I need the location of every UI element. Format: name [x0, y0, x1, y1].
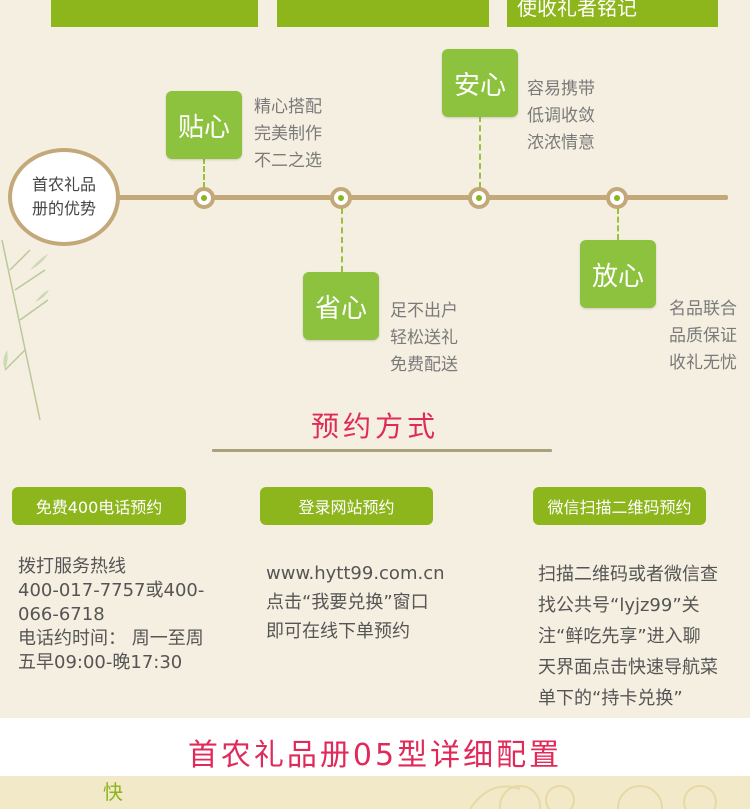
advantage-line: 足不出户	[390, 301, 458, 321]
website-booking-button[interactable]: 登录网站预约	[260, 487, 433, 525]
detail-strip-glyph: 快	[103, 780, 123, 804]
advantage-line: 浓浓情意	[527, 133, 595, 153]
detail-title-band	[0, 718, 750, 782]
method-line: 扫描二维码或者微信查	[538, 564, 718, 585]
timeline-dot	[330, 187, 352, 209]
timeline-line	[90, 195, 728, 200]
booking-title-underline	[212, 449, 552, 452]
ornament-pattern-icon	[469, 785, 717, 809]
advantage-desc-tiexin: 精心搭配 完美制作 不二之选	[254, 94, 322, 175]
advantage-line: 精心搭配	[254, 97, 322, 117]
advantage-line: 轻松送礼	[390, 328, 458, 348]
detail-strip: 快	[0, 776, 750, 809]
method-line: 即可在线下单预约	[266, 621, 410, 642]
advantage-line: 名品联合	[669, 299, 737, 319]
advantage-title: 贴心	[177, 112, 230, 143]
method-line: 天界面点击快速导航菜	[538, 657, 718, 678]
phone-booking-button[interactable]: 免费400电话预约	[12, 487, 186, 525]
phone-booking-label: 免费400电话预约	[35, 498, 163, 517]
method-line: 找公共号“lyjz99”关	[538, 595, 700, 616]
wechat-booking-label: 微信扫描二维码预约	[547, 498, 692, 517]
advantage-line: 容易携带	[527, 79, 595, 99]
advantage-desc-shengxin: 足不出户 轻松送礼 免费配送	[390, 298, 458, 379]
method-line: 点击“我要兑换”窗口	[266, 592, 429, 613]
wechat-booking-details: 扫描二维码或者微信查 找公共号“lyjz99”关 注“鲜吃先享”进入聊 天界面点…	[538, 559, 748, 714]
method-line: 五早09:00-晚17:30	[18, 652, 183, 673]
method-line: 单下的“持卡兑换”	[538, 688, 683, 709]
advantage-line: 品质保证	[669, 326, 737, 346]
advantage-box-tiexin: 贴心	[166, 91, 242, 159]
advantage-line: 不二之选	[254, 151, 322, 171]
advantage-box-fangxin: 放心	[580, 240, 656, 308]
phone-booking-details: 拨打服务热线 400-017-7757或400- 066-6718 电话约时间：…	[18, 555, 238, 675]
method-line: 电话约时间： 周一至周	[18, 628, 204, 649]
website-url-link[interactable]: www.hytt99.com.cn	[266, 563, 445, 584]
advantage-desc-anxin: 容易携带 低调收敛 浓浓情意	[527, 76, 595, 157]
method-line: 注“鲜吃先享”进入聊	[538, 626, 701, 647]
timeline-dot	[193, 187, 215, 209]
advantages-badge-label: 首农礼品册的优势	[31, 175, 96, 218]
timeline-dot	[606, 187, 628, 209]
booking-title: 预约方式	[310, 410, 439, 443]
method-line: 拨打服务热线	[18, 556, 126, 577]
connector-line	[617, 208, 619, 240]
timeline-dot	[468, 187, 490, 209]
method-line: 400-017-7757或400-	[18, 580, 205, 601]
advantages-badge: 首农礼品册的优势	[8, 148, 120, 246]
advantage-box-shengxin: 省心	[303, 272, 379, 340]
wechat-booking-button[interactable]: 微信扫描二维码预约	[533, 487, 706, 525]
connector-line	[203, 158, 205, 188]
bamboo-decoration-icon	[1, 239, 49, 421]
connector-line	[341, 208, 343, 272]
method-line: 066-6718	[18, 604, 105, 625]
advantage-line: 低调收敛	[527, 106, 595, 126]
advantage-title: 省心	[314, 293, 367, 324]
top-banner-3: 使收礼者铭记	[507, 0, 718, 27]
advantage-line: 完美制作	[254, 124, 322, 144]
advantage-box-anxin: 安心	[442, 49, 518, 117]
top-banner-2	[277, 0, 489, 27]
advantage-title: 安心	[453, 70, 506, 101]
advantage-line: 免费配送	[390, 355, 458, 375]
website-booking-label: 登录网站预约	[298, 498, 395, 517]
advantage-title: 放心	[591, 261, 644, 292]
website-booking-details: www.hytt99.com.cn 点击“我要兑换”窗口 即可在线下单预约	[266, 559, 496, 646]
connector-line	[479, 116, 481, 188]
detail-title: 首农礼品册05型详细配置	[187, 738, 563, 773]
advantage-line: 收礼无忧	[669, 353, 737, 373]
advantage-desc-fangxin: 名品联合 品质保证 收礼无忧	[669, 296, 737, 377]
top-banner-3-label: 使收礼者铭记	[517, 0, 637, 20]
top-banner-1	[51, 0, 258, 27]
